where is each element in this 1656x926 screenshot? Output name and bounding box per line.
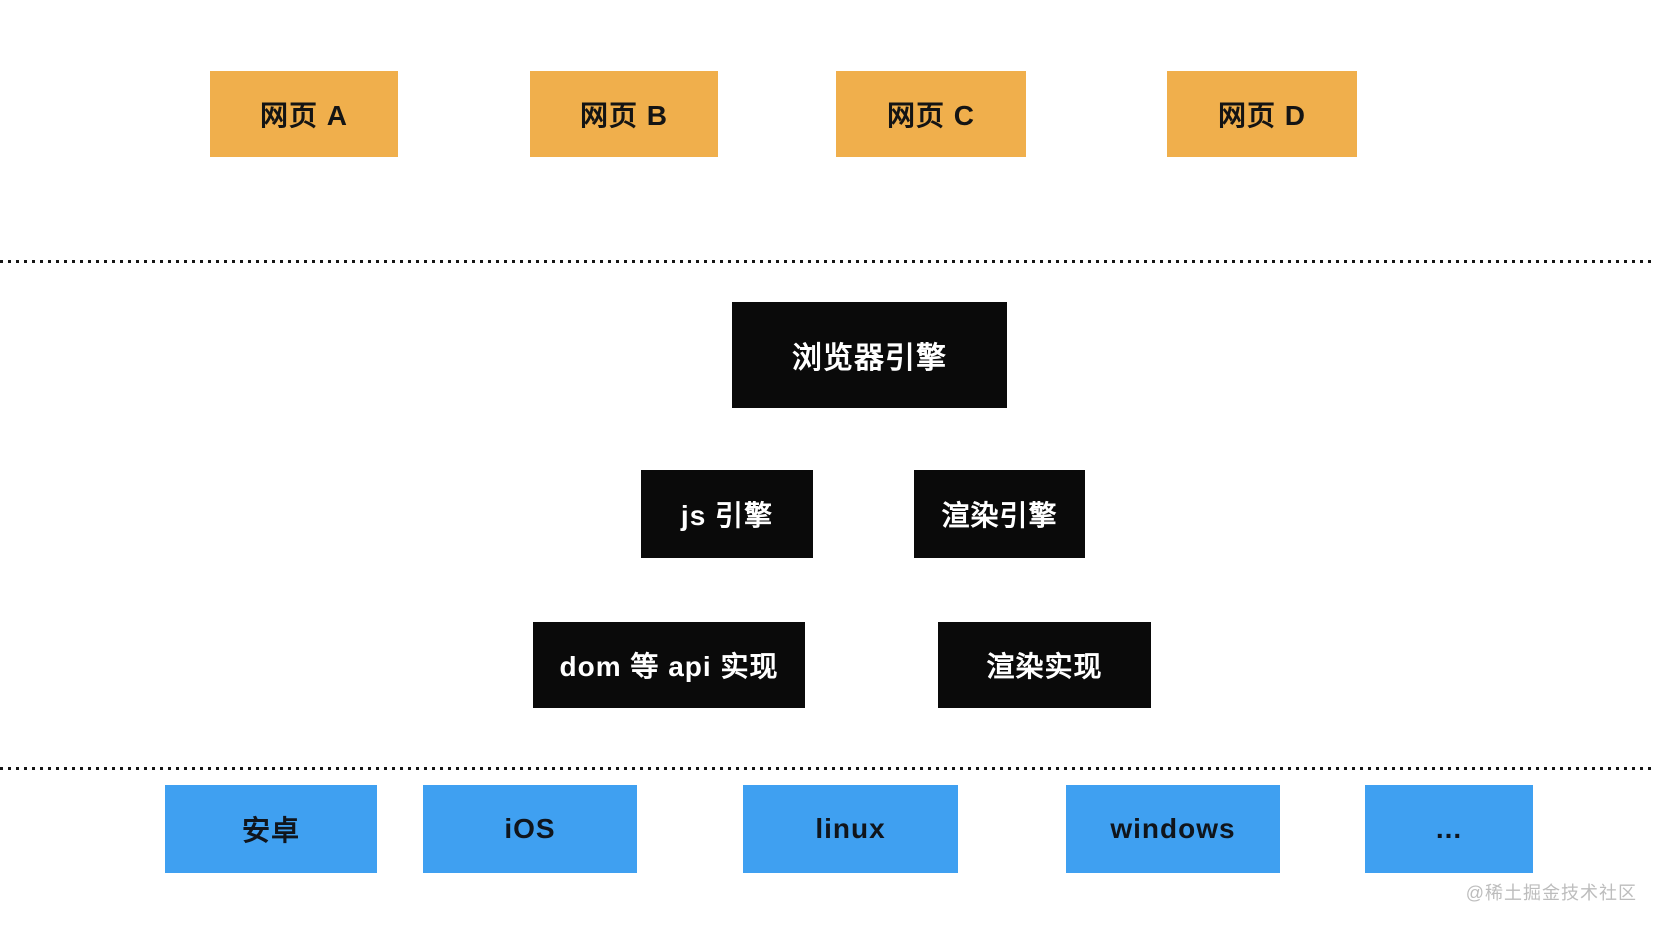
browser-engine-box: 浏览器引擎 bbox=[732, 302, 1007, 408]
webpage-box-a: 网页 A bbox=[210, 71, 398, 157]
render-impl-box: 渲染实现 bbox=[938, 622, 1151, 708]
webpage-box-b: 网页 B bbox=[530, 71, 718, 157]
dotted-divider-bottom bbox=[0, 767, 1656, 770]
platform-box-ellipsis: ... bbox=[1365, 785, 1533, 873]
dom-api-impl-box: dom 等 api 实现 bbox=[533, 622, 805, 708]
webpage-box-c: 网页 C bbox=[836, 71, 1026, 157]
platform-box-windows: windows bbox=[1066, 785, 1280, 873]
js-engine-box: js 引擎 bbox=[641, 470, 813, 558]
dotted-divider-top bbox=[0, 260, 1656, 263]
render-engine-box: 渲染引擎 bbox=[914, 470, 1085, 558]
platform-box-android: 安卓 bbox=[165, 785, 377, 873]
platform-box-ios: iOS bbox=[423, 785, 637, 873]
platform-box-linux: linux bbox=[743, 785, 958, 873]
watermark-text: @稀土掘金技术社区 bbox=[1465, 883, 1637, 903]
webpage-box-d: 网页 D bbox=[1167, 71, 1357, 157]
